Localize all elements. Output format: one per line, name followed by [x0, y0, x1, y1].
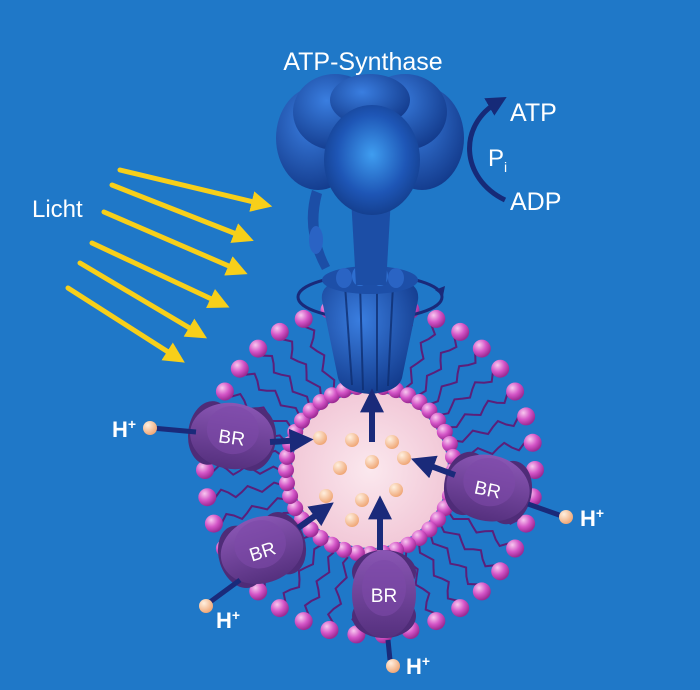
lipid-head [524, 434, 542, 452]
proton-dot [397, 451, 411, 465]
lipid-head [506, 540, 524, 558]
proton-dot [385, 435, 399, 449]
lipid-head [427, 310, 445, 328]
light-label: Licht [32, 196, 83, 223]
proton-dot [313, 431, 327, 445]
adp-label: ADP [510, 188, 561, 216]
lipid-head [451, 323, 469, 341]
lipid-head [473, 582, 491, 600]
proton-dot [389, 483, 403, 497]
proton-dot [143, 421, 157, 435]
proton-dot [345, 513, 359, 527]
proton-dot [355, 493, 369, 507]
lipid-head [491, 360, 509, 378]
proton-dot [386, 659, 400, 673]
proton-dot [559, 510, 573, 524]
lipid-head [473, 340, 491, 358]
proton-dot [333, 461, 347, 475]
lipid-head [506, 383, 524, 401]
br-label: BR [217, 426, 246, 450]
lipid-head [295, 310, 313, 328]
proton-dot [345, 433, 359, 447]
lipid-head [231, 360, 249, 378]
lipid-head [491, 562, 509, 580]
atp-label: ATP [510, 99, 557, 127]
lipid-head [517, 407, 535, 425]
lipid-head [198, 488, 216, 506]
proton-dot [365, 455, 379, 469]
lipid-head [271, 599, 289, 617]
pump-arrow [270, 440, 304, 442]
lipid-head [249, 340, 267, 358]
br-label: BR [371, 586, 397, 607]
lipid-head [271, 323, 289, 341]
proton-dot [319, 489, 333, 503]
lipid-head [216, 383, 234, 401]
br-protein-bottom: BR [352, 550, 416, 638]
lipid-head [451, 599, 469, 617]
proton-dot [199, 599, 213, 613]
synthase-title: ATP-Synthase [283, 48, 442, 76]
lipid-head [427, 612, 445, 630]
lipid-head [205, 515, 223, 533]
lipid-head [321, 621, 339, 639]
lipid-head [295, 612, 313, 630]
